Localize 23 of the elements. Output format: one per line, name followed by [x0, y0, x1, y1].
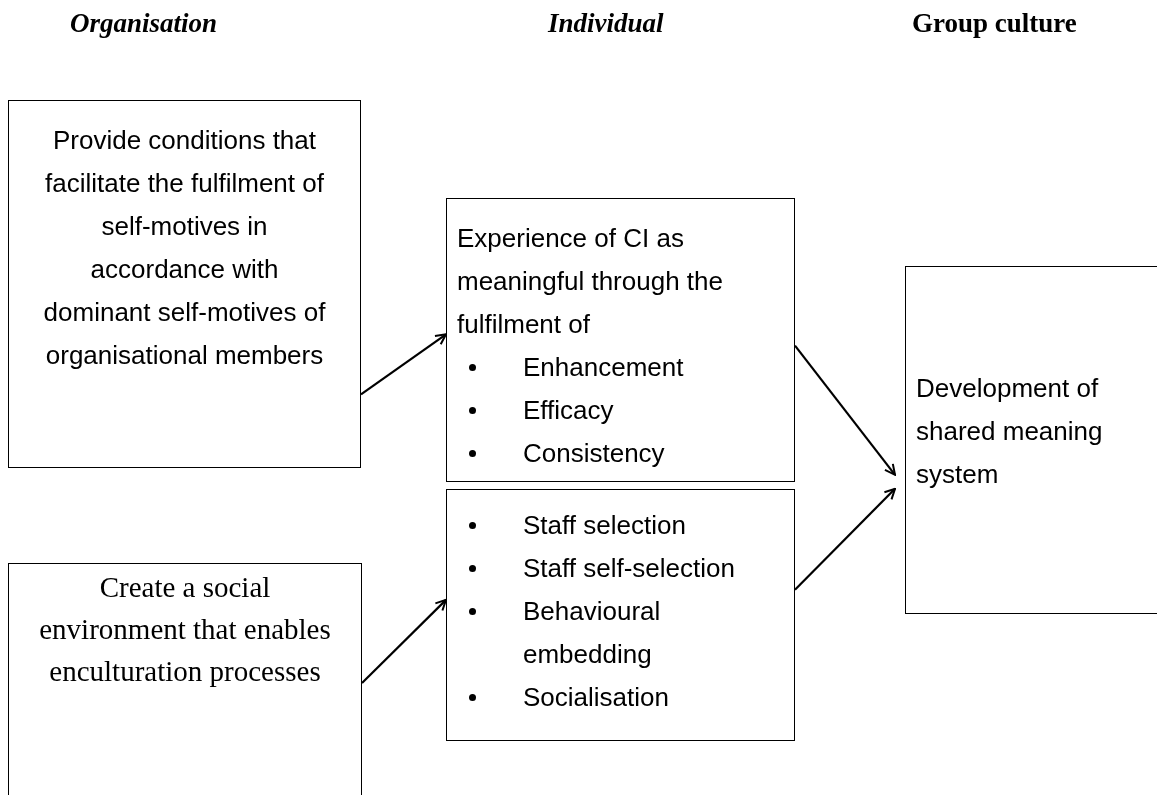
arrow: [794, 345, 896, 476]
box-text: Experience of CI as meaningful through the fulfilment of: [457, 222, 724, 341]
process-box: [8, 100, 361, 468]
arrow: [360, 333, 447, 396]
list-item-text: Efficacy: [523, 395, 614, 425]
box-text: Create a social environment that enables enculturation processes: [39, 570, 331, 689]
list-item-text: Staff selection: [523, 510, 686, 540]
process-box: [905, 266, 1157, 614]
list-item-text: Behavioural embedding: [523, 596, 661, 669]
list-item-text: Socialisation: [523, 682, 669, 712]
column-heading: Group culture: [912, 8, 1077, 39]
list-item-text: Enhancement: [523, 352, 684, 382]
process-box: [8, 563, 362, 795]
arrow: [794, 487, 896, 591]
box-text: Development of shared meaning system: [916, 372, 1104, 491]
box-text: Provide conditions that facilitate the fulfilment of self-motives in accordance with dominant self-motives of organisational members: [42, 124, 327, 372]
list-item-text: Staff self-selection: [523, 553, 735, 583]
list-item-text: Consistency: [523, 438, 665, 468]
column-heading: Organisation: [70, 8, 218, 39]
arrow: [361, 598, 447, 684]
process-box: [446, 489, 795, 741]
process-box: [446, 198, 795, 482]
column-heading: Individual: [548, 8, 664, 39]
